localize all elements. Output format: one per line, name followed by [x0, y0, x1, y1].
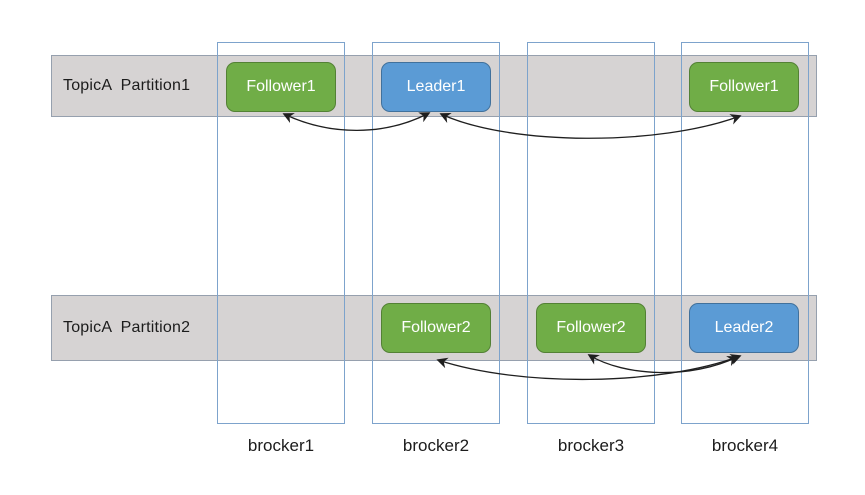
replica-label: Leader1 [406, 78, 466, 95]
replica-follower2-brocker3: Follower2 [536, 303, 646, 353]
replica-label: Follower1 [709, 78, 779, 95]
broker-label-brocker3: brocker3 [557, 436, 625, 455]
replica-follower1-brocker1: Follower1 [226, 62, 336, 112]
replica-follower1-brocker4: Follower1 [689, 62, 799, 112]
replica-label: Follower2 [556, 319, 626, 336]
replica-leader2-brocker4: Leader2 [689, 303, 799, 353]
broker-column-brocker3 [527, 42, 655, 424]
replica-label: Leader2 [714, 319, 774, 336]
broker-label-brocker2: brocker2 [402, 436, 470, 455]
replica-label: Follower2 [401, 319, 471, 336]
broker-column-brocker1 [217, 42, 345, 424]
replica-label: Follower1 [246, 78, 316, 95]
broker-label-brocker1: brocker1 [247, 436, 315, 455]
broker-label-brocker4: brocker4 [711, 436, 779, 455]
partition-1-label: TopicA Partition1 [63, 77, 191, 94]
replica-follower2-brocker2: Follower2 [381, 303, 491, 353]
replica-leader1-brocker2: Leader1 [381, 62, 491, 112]
partition-2-label: TopicA Partition2 [63, 319, 191, 336]
broker-column-brocker2 [372, 42, 500, 424]
broker-column-brocker4 [681, 42, 809, 424]
